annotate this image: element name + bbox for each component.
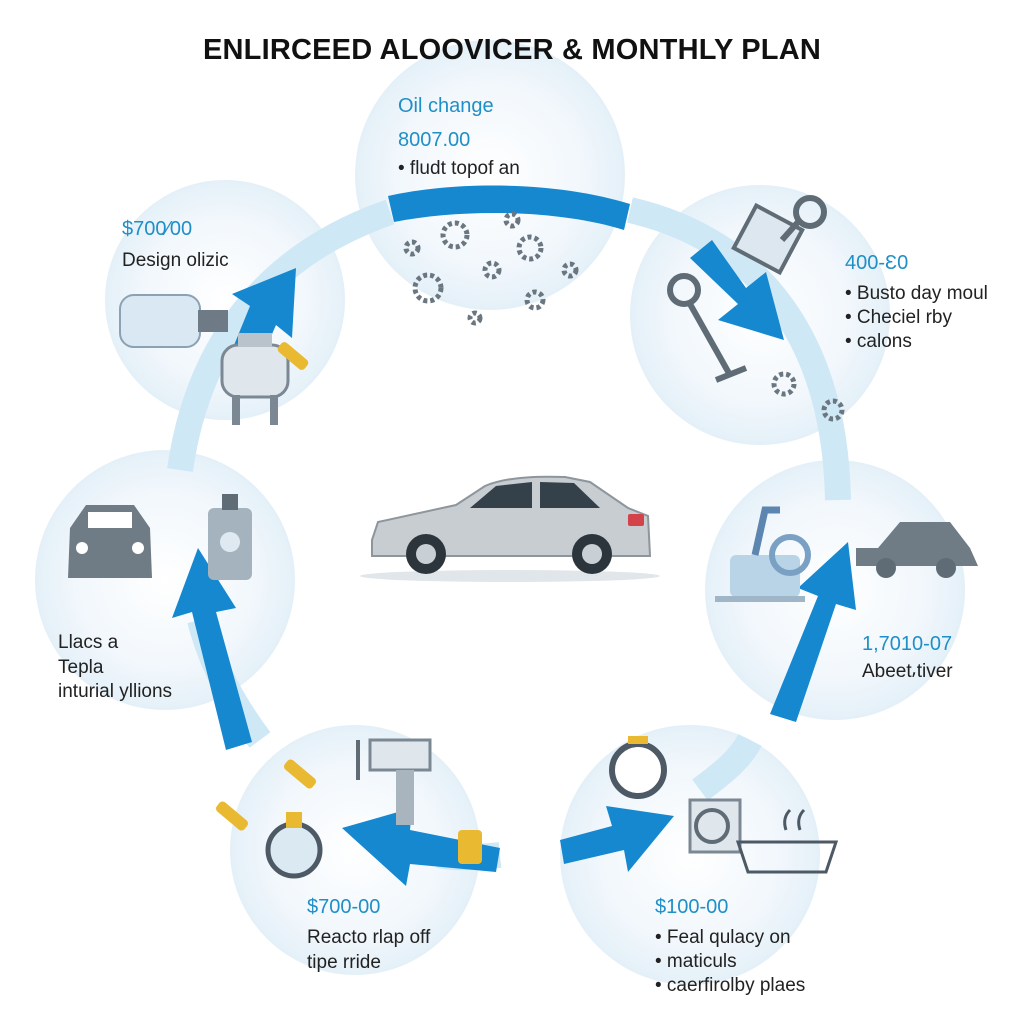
gears-icon: [403, 211, 579, 326]
hydraulic-tool-icon: [356, 738, 432, 825]
upper-right-bullet: • Busto day moul: [845, 283, 988, 304]
arrow-bottom-left: [342, 808, 500, 886]
upper-left-price: $700⁄00: [122, 218, 193, 240]
station-circle-top: [355, 40, 625, 310]
left-line: inturial yllions: [58, 681, 173, 702]
upper-left-desc: Design olizic: [122, 250, 229, 271]
arrow-bottom-right: [560, 806, 674, 872]
oil-bottle-icon: [208, 494, 252, 580]
bottom-left-line: tipe rride: [307, 952, 381, 973]
filter-icon: [119, 294, 228, 348]
sedan-car-icon: [360, 475, 660, 582]
arrow-upper-right: [690, 240, 784, 340]
upper-right-bullet: • calons: [845, 331, 912, 352]
arrow-right: [770, 542, 856, 722]
right-price: 1,7010-07: [862, 633, 953, 655]
tire-gauge-icon: [265, 812, 323, 879]
bottom-right-bullet: • Feal qulacy on: [655, 927, 791, 948]
cycle-arrows: [172, 185, 856, 886]
left-line: Tepla: [58, 657, 104, 678]
bottom-right-price: $100-00: [655, 896, 729, 918]
upper-right-bullets: • Busto day moul • Checiel rby • calons: [845, 282, 988, 354]
station-circle-bottom-left: [230, 725, 480, 975]
top-heading: Oil change: [398, 95, 494, 117]
tray-icon: [735, 808, 839, 874]
spray-machine-icon: [715, 506, 811, 602]
bottom-left-line: Reacto rlap off: [307, 927, 431, 948]
top-price: 8007.00: [398, 129, 471, 151]
machine-icon: [688, 798, 742, 854]
wrench-gold-icon: [215, 759, 482, 864]
upper-right-price: 400-Ɛ0: [845, 252, 909, 274]
arrow-top: [388, 185, 630, 230]
car-side-icon: [856, 522, 978, 578]
top-bullet: • fludt topof an: [398, 158, 520, 179]
right-desc: Abeet⸴tiver: [862, 661, 953, 682]
wrench-icon: [667, 273, 748, 383]
oil-pump-icon: [220, 333, 309, 425]
top-bullets: • fludt topof an: [398, 157, 520, 181]
bottom-right-bullet: • maticuls: [655, 951, 737, 972]
left-line: Llacs a: [58, 632, 119, 653]
gear-small-icon: [771, 371, 845, 422]
stopwatch-icon: [609, 736, 667, 799]
bottom-right-bullet: • caerfirolby plaes: [655, 975, 806, 996]
bottom-left-price: $700-00: [307, 896, 381, 918]
scraper-icon: [731, 195, 827, 276]
bottom-right-bullets: • Feal qulacy on • maticuls • caerfirolb…: [655, 926, 805, 998]
page-title: ENLIRCEED ALOOVICER & MONTHLY PLAN: [203, 34, 821, 66]
upper-right-bullet: • Checiel rby: [845, 307, 952, 328]
car-front-icon: [68, 505, 152, 578]
arrow-left: [172, 548, 252, 750]
